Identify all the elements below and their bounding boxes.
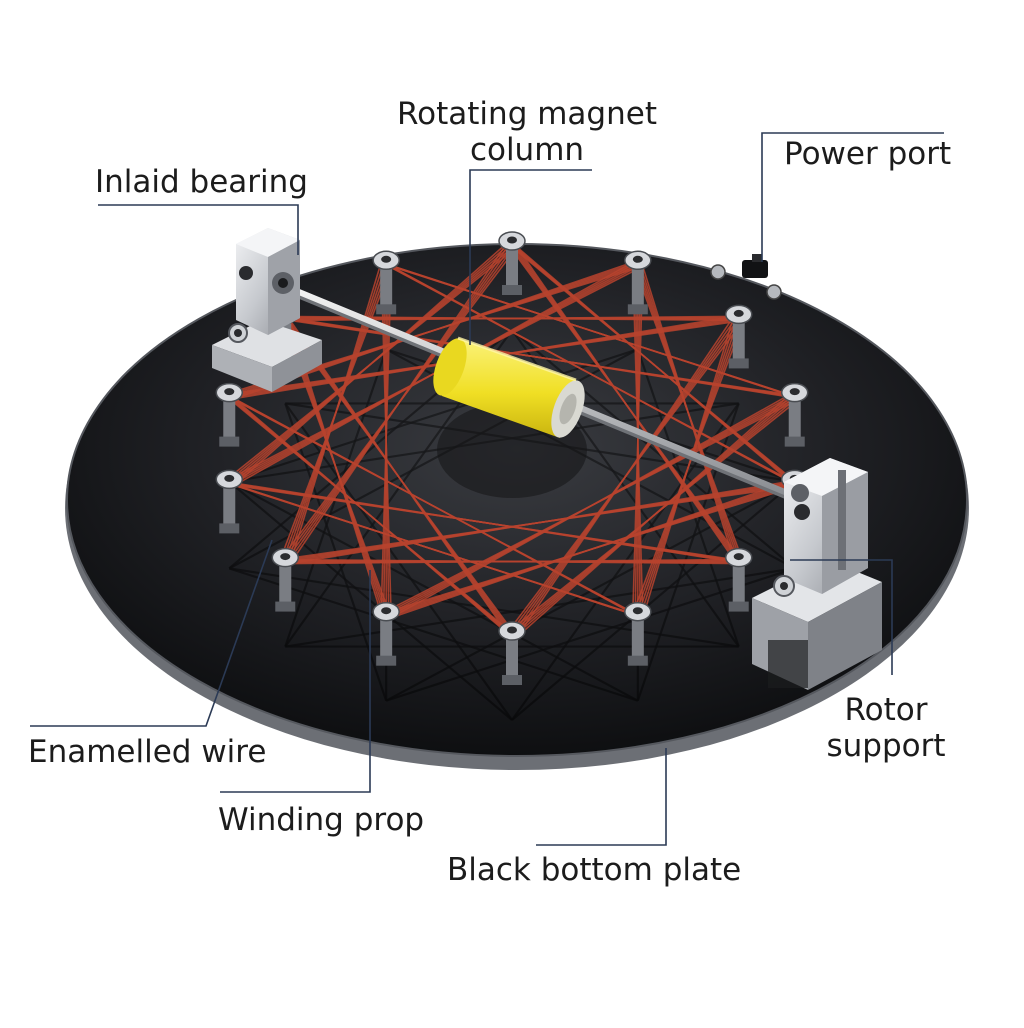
leader-inlaid-bearing	[98, 204, 299, 255]
wire-strand	[223, 393, 518, 638]
power-port-icon	[710, 254, 782, 300]
wire-strand	[290, 319, 790, 396]
winding-prop-screw	[372, 250, 400, 315]
rotating-magnet-label-line2: column	[469, 132, 585, 168]
wire-reflection-strand	[229, 567, 739, 648]
wire-reflection-strand	[284, 348, 388, 647]
leader-rotor-support	[790, 559, 893, 675]
winding-prop-screw	[498, 621, 526, 685]
wire-strand	[380, 397, 801, 615]
wire-reflection-strand	[385, 567, 796, 702]
winding-prop-label: Winding prop	[218, 802, 425, 838]
winding-prop-screw	[271, 547, 300, 612]
wire-strand	[632, 266, 644, 614]
winding-prop-screw	[372, 601, 400, 666]
leader-rotating-magnet	[469, 169, 592, 345]
winding-prop-screw	[724, 547, 753, 612]
enamelled-wire-label: Enamelled wire	[28, 734, 267, 770]
black-bottom-plate-label: Black bottom plate	[447, 852, 742, 888]
wire-reflection-strand	[228, 348, 639, 483]
wire-strand	[289, 242, 508, 565]
wire-reflection-strand	[228, 567, 639, 702]
leader-black-bottom-plate	[536, 748, 667, 846]
wire-strand	[380, 484, 800, 615]
inlaid-bearing-label: Inlaid bearing	[95, 164, 308, 200]
rotor-support-label-line2: support	[826, 728, 946, 764]
power-port-label: Power port	[784, 136, 952, 172]
wire-reflection-strand	[511, 329, 796, 570]
wire-strand	[233, 242, 508, 486]
winding-prop-screw	[624, 601, 652, 666]
winding-prop-screw	[724, 304, 753, 369]
winding-prop-screw	[215, 382, 244, 447]
wire-strand	[280, 484, 800, 561]
wire-strand	[380, 262, 392, 618]
wire-strand	[233, 261, 634, 487]
wire-strand	[632, 320, 745, 614]
wire-strand	[506, 397, 801, 634]
rotor-support-label-line1: Rotor	[844, 692, 928, 728]
leader-lines	[30, 132, 944, 846]
wire-strand	[280, 558, 744, 565]
winding-prop-screw	[215, 469, 244, 534]
wire-reflection-strand	[511, 480, 796, 721]
rotating-magnet-label: Rotating magnet column	[392, 96, 662, 168]
winding-prop-screw	[780, 382, 809, 447]
inlaid-bearing-icon	[212, 228, 322, 392]
leader-enamelled-wire	[30, 539, 273, 727]
wire-strand	[224, 480, 644, 619]
rotor-support-icon	[752, 458, 882, 690]
leader-power-port	[761, 132, 944, 262]
winding-prop-screw	[624, 250, 652, 315]
wire-strand	[516, 246, 735, 561]
winding-prop-screw	[498, 231, 526, 295]
leader-winding-prop	[220, 570, 371, 793]
wire-strand	[506, 319, 745, 634]
wire-strand	[390, 265, 791, 483]
wire-strand	[390, 265, 790, 396]
magnet-column-icon	[433, 336, 585, 438]
rotor-support-label: Rotor support	[826, 692, 946, 764]
rotating-magnet-label-line1: Rotating magnet	[397, 96, 657, 132]
wire-strand	[289, 262, 382, 564]
